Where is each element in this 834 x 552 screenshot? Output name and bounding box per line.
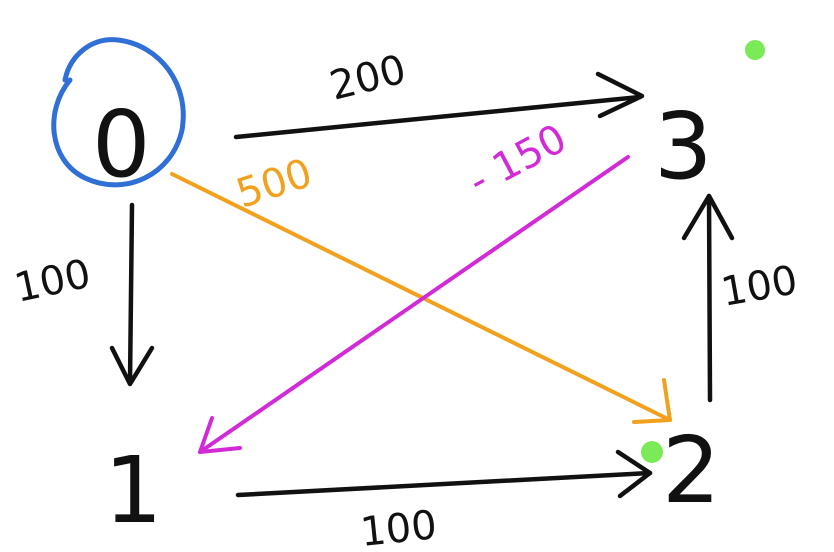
node-1-label: 1 xyxy=(104,437,163,544)
edge-2-to-3-line xyxy=(706,193,713,403)
edge-0-to-3-line xyxy=(233,94,643,140)
edge-0-to-1: 100 xyxy=(11,202,155,387)
edge-1-to-2: 100 xyxy=(235,449,653,552)
edge-3-to-1-arrowhead xyxy=(198,416,242,454)
source-node-circle xyxy=(51,37,186,188)
node-3-label: 3 xyxy=(654,93,713,200)
node-3-highlight-dot xyxy=(745,40,765,60)
edge-2-to-3-arrowhead xyxy=(681,193,735,241)
edge-1-to-2-line xyxy=(235,470,653,498)
edge-2-to-3-weight: 100 xyxy=(718,257,801,316)
edge-0-to-3-weight: 200 xyxy=(325,47,410,110)
edge-0-to-2-weight: 500 xyxy=(231,150,318,217)
edge-0-to-1-weight: 100 xyxy=(11,251,95,312)
edge-0-to-3: 200 xyxy=(233,47,645,140)
edge-0-to-2-arrowhead xyxy=(632,378,672,424)
edge-3-to-1-line xyxy=(198,155,630,454)
edge-2-to-3: 100 xyxy=(681,193,801,403)
node-2-highlight-dot xyxy=(641,441,663,463)
node-0-label: 0 xyxy=(92,91,151,198)
edge-1-to-2-weight: 100 xyxy=(358,502,439,552)
edge-0-to-2: 500 xyxy=(170,150,672,424)
node-2-label: 2 xyxy=(662,417,721,524)
edge-3-to-1-weight: - 150 xyxy=(461,116,574,205)
edge-0-to-1-line xyxy=(127,202,135,386)
edge-0-to-1-arrowhead xyxy=(109,345,155,387)
edge-0-to-3-arrowhead xyxy=(595,71,645,119)
edge-1-to-2-arrowhead xyxy=(615,449,653,499)
edge-0-to-2-line xyxy=(170,172,672,422)
